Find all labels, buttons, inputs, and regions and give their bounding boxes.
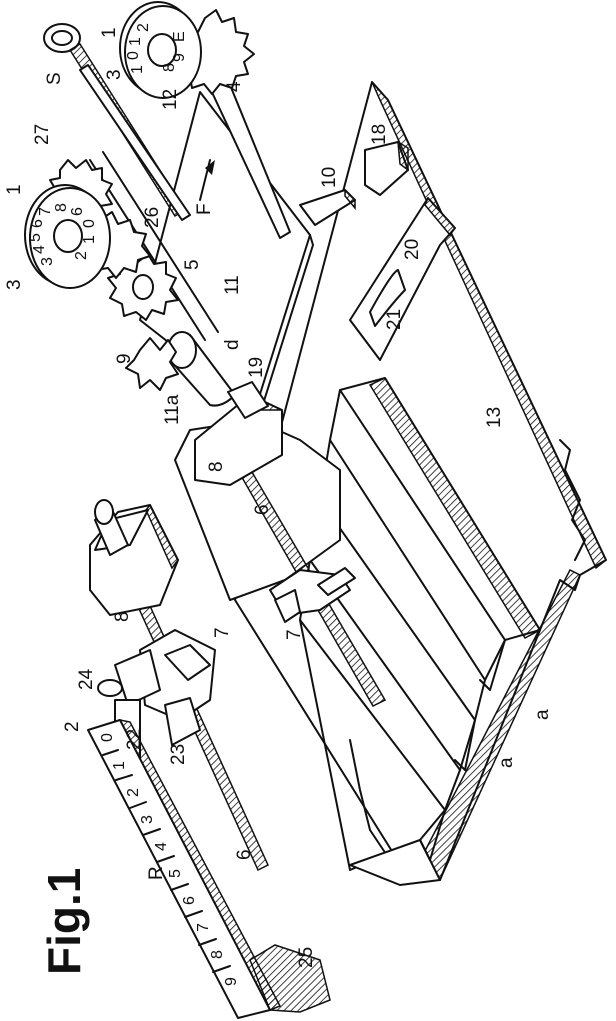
block-18 [364,140,409,196]
axle-d [167,331,269,419]
dial-mid-digit: 2 [73,251,90,260]
label-23: 23 [168,744,189,765]
dial-top-digits: 1 0 1 2 8 9 E [125,23,188,74]
label-18: 18 [369,124,390,145]
figure-title: Fig.1 [38,868,90,975]
dial-top-digit: 2 [135,23,152,32]
rack-digit: 8 [209,950,226,959]
label-22: 22 [124,729,145,750]
dial-top [119,1,202,99]
reference-labels: 1 3 4 12 S 27 1 3 26 5 F 11 10 18 20 21 … [4,27,553,968]
dial-top-digit: E [171,31,188,42]
label-12: 12 [160,89,181,110]
dial-mid-digit: 8 [53,203,70,212]
label-26: 26 [142,207,163,228]
block-10 [299,188,356,226]
label-27: 27 [32,124,53,145]
label-s: S [44,72,65,85]
plate-11 [139,79,314,421]
dial-mid-digit: 1 [81,235,98,244]
label-a2: a [496,757,517,768]
label-11a: 11a [162,394,183,425]
dial-top-digit: 9 [171,53,188,62]
rack-digit: 4 [153,842,170,851]
label-3a: 3 [104,69,125,80]
dial-top-digit: 1 [127,37,144,46]
label-3b: 3 [4,279,25,290]
label-d: d [222,339,243,350]
label-5: 5 [182,259,203,270]
label-13: 13 [484,407,505,428]
rack-digit: 7 [195,923,212,932]
rack-digit: 1 [111,761,128,770]
label-24: 24 [76,668,97,690]
label-7b: 7 [212,627,233,638]
rack-end-25 [249,944,331,1013]
label-r: R [146,866,167,880]
dial-mid-digit: 3 [39,257,56,266]
label-20: 20 [402,239,423,260]
rack-digit: 3 [139,815,156,824]
rack-digit: 6 [181,896,198,905]
dial-top-digit: 8 [161,63,178,72]
recess-21 [369,269,406,327]
block-20 [349,196,456,361]
dial-mid-digit: 7 [37,207,54,216]
dial-mid-digit: 4 [31,245,48,254]
label-19: 19 [246,357,267,378]
label-f: F [194,203,215,215]
label-1b: 1 [4,184,25,195]
dial-mid-digit: 5 [27,233,44,242]
dial-top-digit: 1 [129,65,146,74]
label-a1: a [532,709,553,720]
rack-digit: 2 [125,788,142,797]
label-4: 4 [224,81,245,92]
rack-digits: 0 1 2 3 4 5 6 7 8 9 [99,733,240,986]
label-1a: 1 [99,27,120,38]
rack-digit: 0 [99,733,116,742]
dial-mid-digits: 3 4 5 6 7 8 6 0 1 2 [27,203,98,266]
arrow-f [199,159,215,201]
label-6a: 6 [252,504,273,515]
label-7a: 7 [284,629,305,640]
dial-mid-digit: 6 [69,207,86,216]
dial-mid [24,184,111,289]
dial-mid-digit: 6 [29,219,46,228]
gear-9 [125,337,179,391]
label-21: 21 [384,309,405,330]
rack-digit: 5 [167,869,184,878]
carriage-23 [164,697,201,746]
dial-top-digit: 0 [125,51,142,60]
label-2: 2 [62,721,83,732]
rack-digit: 9 [223,977,240,986]
label-6b: 6 [234,849,255,860]
label-8b: 8 [112,611,133,622]
label-9: 9 [114,353,135,364]
label-10: 10 [319,167,340,188]
dial-mid-digit: 0 [81,219,98,228]
label-11: 11 [222,275,243,295]
label-8a: 8 [206,461,227,472]
rod-upper-lower [94,499,129,556]
bar-s [43,23,191,221]
rack-cells [102,749,231,973]
label-25: 25 [296,947,317,968]
